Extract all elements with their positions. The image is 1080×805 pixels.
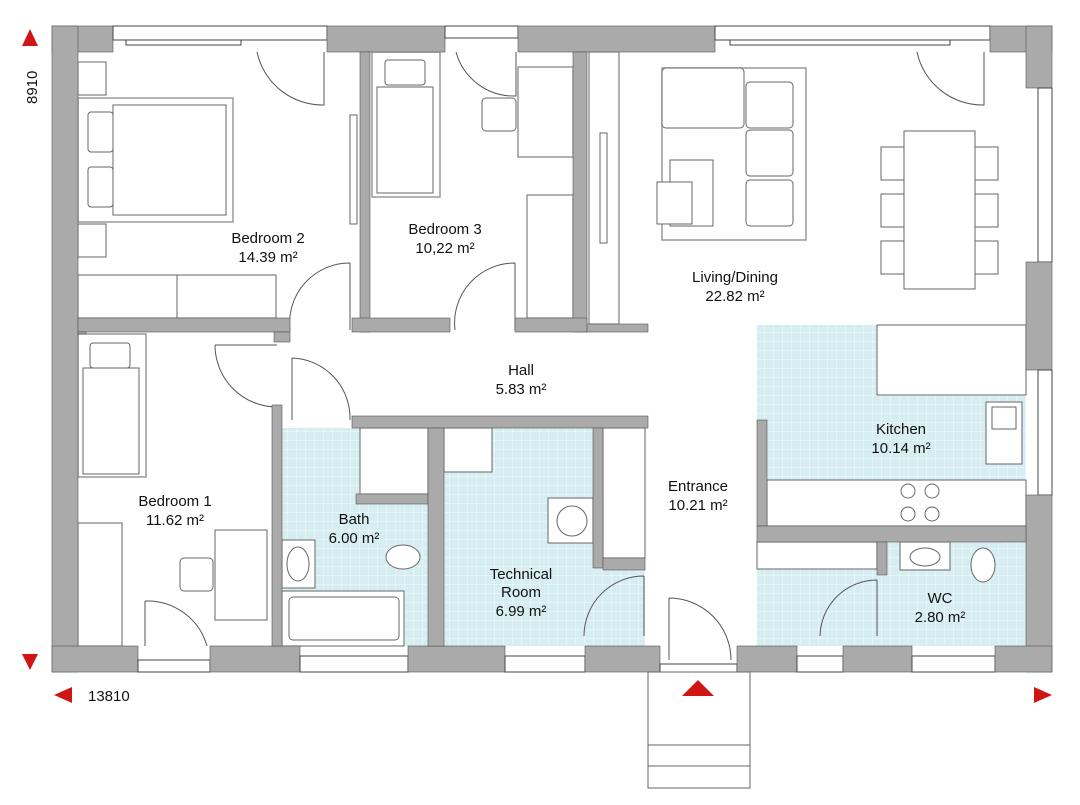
room-area-wc: 2.80 m² — [915, 609, 966, 626]
room-area-bedroom-1: 11.62 m² — [146, 512, 204, 529]
arrow-up-icon — [22, 29, 38, 46]
room-name-hall: Hall — [508, 362, 534, 379]
dimensions: 8910 13810 — [22, 29, 1052, 705]
entrance-arrow-icon — [682, 680, 714, 696]
room-name-entrance: Entrance — [668, 478, 728, 495]
width-dimension: 13810 — [88, 688, 130, 705]
height-dimension: 8910 — [24, 71, 41, 104]
room-name-living-dining: Living/Dining — [692, 269, 778, 286]
room-name-wc: WC — [928, 590, 953, 607]
room-labels: Bedroom 2 14.39 m² Bedroom 3 10,22 m² Li… — [138, 221, 965, 626]
room-area-living-dining: 22.82 m² — [705, 288, 764, 305]
walls — [51, 25, 1053, 673]
room-area-entrance: 10.21 m² — [668, 497, 727, 514]
room-name-bath: Bath — [339, 511, 370, 528]
room-area-bedroom-2: 14.39 m² — [238, 249, 297, 266]
room-area-bath: 6.00 m² — [329, 530, 380, 547]
room-area-bedroom-3: 10,22 m² — [415, 240, 474, 257]
arrow-down-icon — [22, 654, 38, 670]
kitchen-floor — [757, 325, 1026, 480]
room-name-bedroom-2: Bedroom 2 — [231, 230, 304, 247]
arrow-right-icon — [1034, 687, 1052, 703]
room-name-bedroom-3: Bedroom 3 — [408, 221, 481, 238]
room-name-technical-2: Room — [501, 584, 541, 601]
room-area-kitchen: 10.14 m² — [871, 440, 930, 457]
doors — [144, 51, 985, 661]
room-name-technical: Technical — [490, 566, 553, 583]
room-area-technical: 6.99 m² — [496, 603, 547, 620]
arrow-left-icon — [54, 687, 72, 703]
room-name-kitchen: Kitchen — [876, 421, 926, 438]
room-area-hall: 5.83 m² — [496, 381, 547, 398]
room-name-bedroom-1: Bedroom 1 — [138, 493, 211, 510]
